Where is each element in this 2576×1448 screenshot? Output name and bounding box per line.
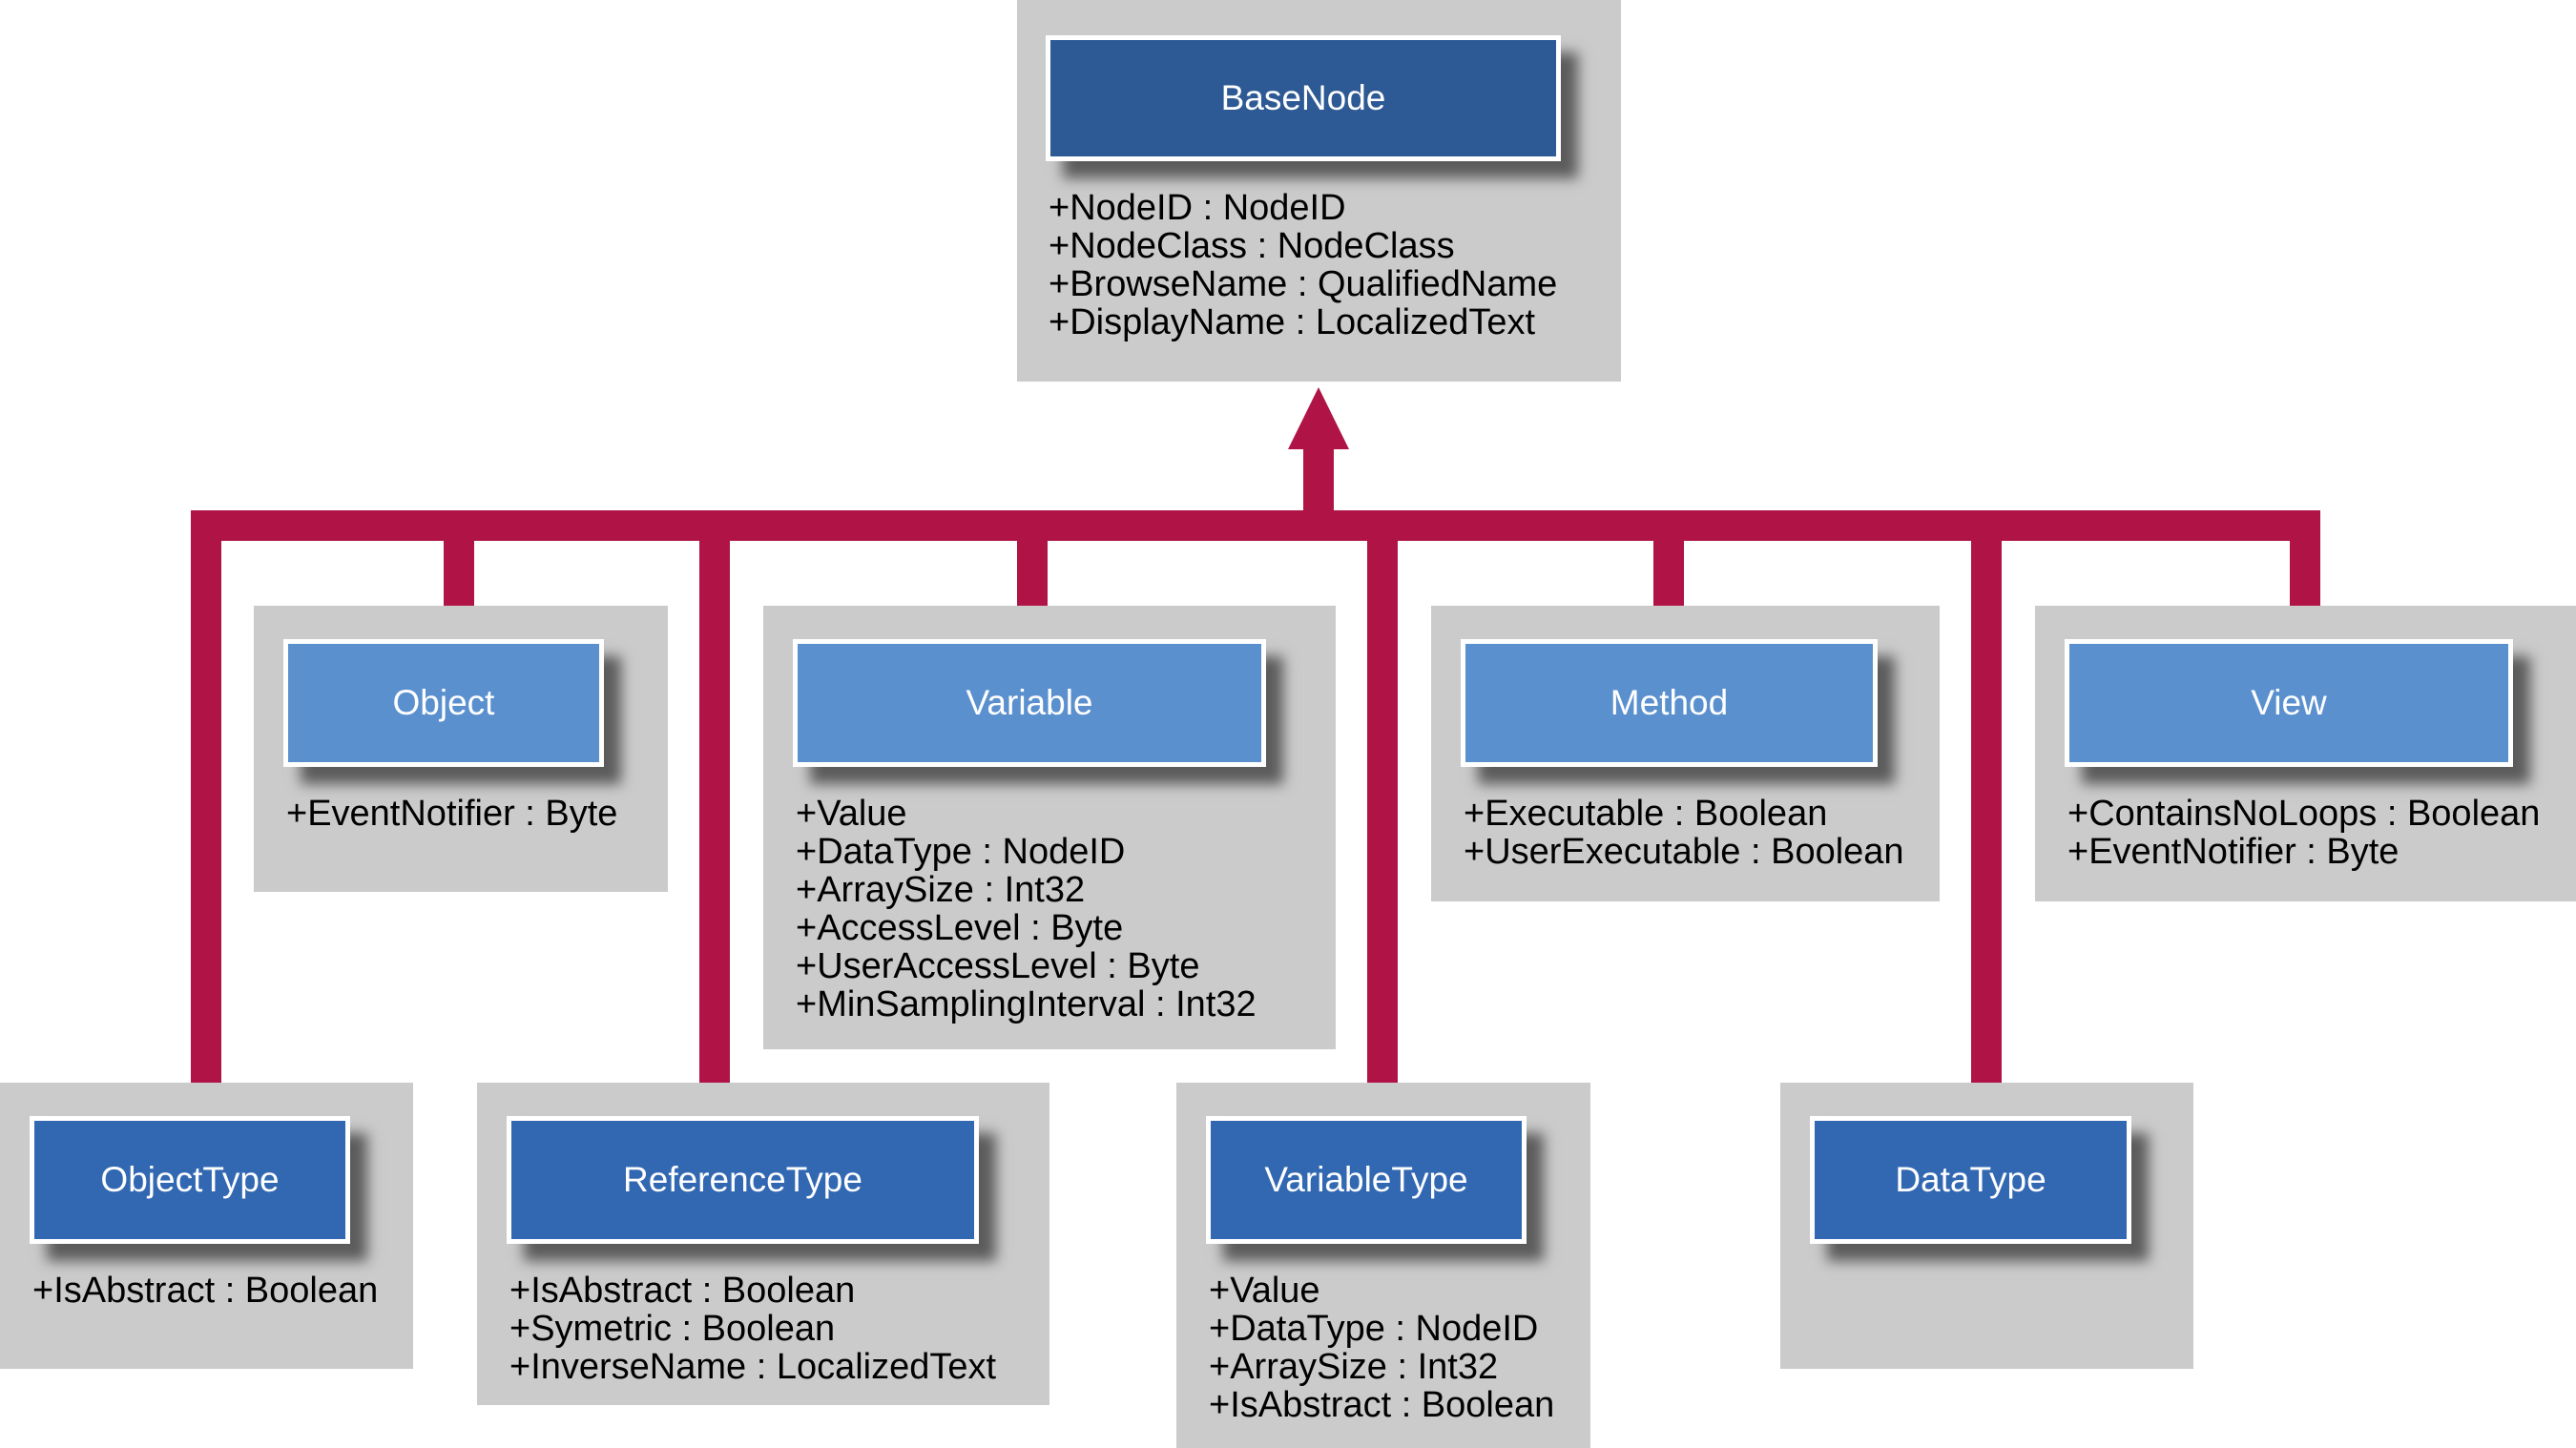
attribute-list-objecttype: +IsAbstract : Boolean — [32, 1272, 378, 1310]
attribute: +DisplayName : LocalizedText — [1049, 302, 1536, 342]
attribute: +InverseName : LocalizedText — [509, 1347, 997, 1387]
connector-method — [1653, 515, 1684, 606]
class-title-object: Object — [283, 639, 604, 767]
attribute: +ArraySize : Int32 — [1209, 1347, 1499, 1387]
class-object: Object +EventNotifier : Byte — [254, 606, 668, 892]
connector-variabletype — [1367, 515, 1398, 1083]
class-method: Method +Executable : Boolean +UserExecut… — [1431, 606, 1940, 901]
attribute-list-variable: +Value +DataType : NodeID +ArraySize : I… — [796, 795, 1257, 1024]
connector-datatype — [1971, 515, 2002, 1083]
class-variable: Variable +Value +DataType : NodeID +Arra… — [763, 606, 1336, 1049]
class-title-basenode: BaseNode — [1046, 35, 1561, 161]
connector-object — [444, 515, 474, 606]
generalization-stem — [1303, 444, 1334, 515]
attribute-list-view: +ContainsNoLoops : Boolean +EventNotifie… — [2067, 795, 2540, 871]
connector-variable — [1017, 515, 1048, 606]
connector-bus — [191, 510, 2320, 541]
attribute-list-referencetype: +IsAbstract : Boolean +Symetric : Boolea… — [509, 1272, 996, 1386]
class-view: View +ContainsNoLoops : Boolean +EventNo… — [2035, 606, 2576, 901]
attribute: +BrowseName : QualifiedName — [1049, 264, 1558, 304]
attribute: +IsAbstract : Boolean — [32, 1271, 379, 1311]
attribute: +ContainsNoLoops : Boolean — [2067, 794, 2541, 834]
class-basenode: BaseNode +NodeID : NodeID +NodeClass : N… — [1017, 0, 1621, 382]
attribute: +UserExecutable : Boolean — [1464, 832, 1904, 872]
attribute: +ArraySize : Int32 — [796, 870, 1086, 910]
class-title-variabletype: VariableType — [1206, 1116, 1527, 1244]
attribute: +MinSamplingInterval : Int32 — [796, 984, 1257, 1024]
attribute-list-variabletype: +Value +DataType : NodeID +ArraySize : I… — [1209, 1272, 1554, 1424]
generalization-arrowhead — [1288, 387, 1349, 449]
attribute: +Symetric : Boolean — [509, 1309, 836, 1349]
class-datatype: DataType — [1780, 1083, 2193, 1369]
attribute: +EventNotifier : Byte — [286, 794, 618, 834]
class-title-method: Method — [1461, 639, 1878, 767]
attribute: +IsAbstract : Boolean — [1209, 1385, 1555, 1425]
class-title-referencetype: ReferenceType — [507, 1116, 979, 1244]
connector-objecttype — [191, 515, 221, 1083]
class-title-variable: Variable — [793, 639, 1266, 767]
attribute: +UserAccessLevel : Byte — [796, 946, 1200, 986]
class-title-view: View — [2065, 639, 2513, 767]
attribute: +IsAbstract : Boolean — [509, 1271, 856, 1311]
attribute-list-basenode: +NodeID : NodeID +NodeClass : NodeClass … — [1049, 189, 1557, 341]
attribute: +DataType : NodeID — [796, 832, 1126, 872]
class-title-objecttype: ObjectType — [30, 1116, 350, 1244]
attribute: +Value — [1209, 1271, 1320, 1311]
attribute: +Value — [796, 794, 907, 834]
attribute: +NodeClass : NodeClass — [1049, 226, 1455, 266]
attribute: +NodeID : NodeID — [1049, 188, 1346, 228]
attribute: +EventNotifier : Byte — [2067, 832, 2399, 872]
class-referencetype: ReferenceType +IsAbstract : Boolean +Sym… — [477, 1083, 1049, 1405]
attribute: +Executable : Boolean — [1464, 794, 1828, 834]
class-title-datatype: DataType — [1810, 1116, 2131, 1244]
connector-view — [2290, 515, 2320, 606]
attribute-list-method: +Executable : Boolean +UserExecutable : … — [1464, 795, 1904, 871]
attribute: +DataType : NodeID — [1209, 1309, 1539, 1349]
class-objecttype: ObjectType +IsAbstract : Boolean — [0, 1083, 413, 1369]
connector-referencetype — [699, 515, 730, 1083]
attribute: +AccessLevel : Byte — [796, 908, 1124, 948]
attribute-list-object: +EventNotifier : Byte — [286, 795, 617, 833]
class-variabletype: VariableType +Value +DataType : NodeID +… — [1176, 1083, 1590, 1448]
